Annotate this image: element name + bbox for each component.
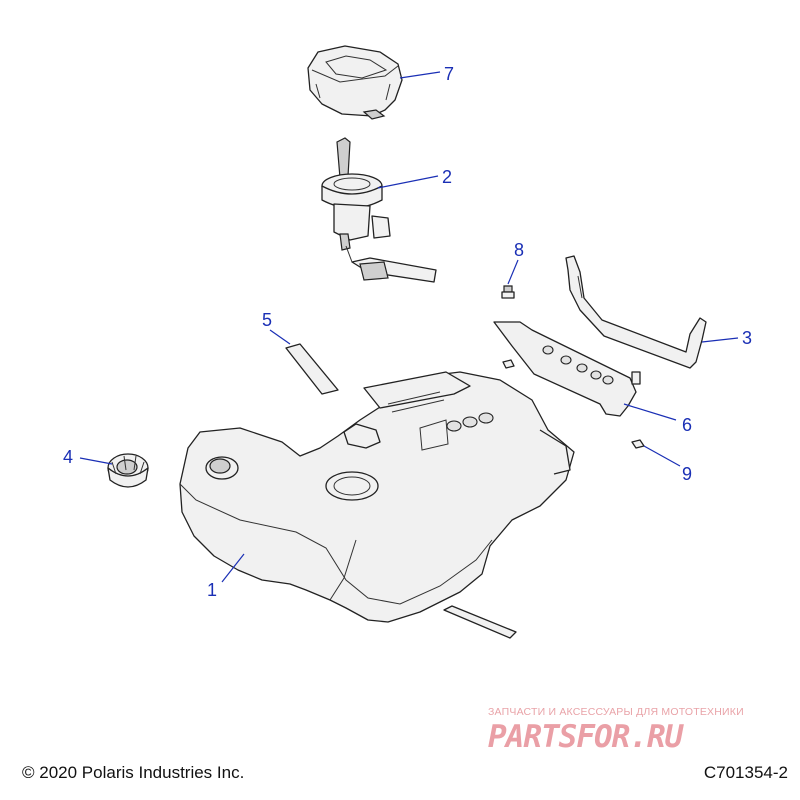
- leader-4: [79, 457, 113, 465]
- part-4-fuel-cap: [107, 453, 149, 488]
- leader-6: [623, 403, 677, 421]
- part-7-pump-cover: [307, 45, 403, 120]
- part-2-fuel-pump: [321, 137, 437, 283]
- callout-6: 6: [682, 415, 692, 435]
- part-9-nut: [631, 439, 645, 449]
- callout-7: 7: [444, 64, 454, 84]
- callout-3: 3: [742, 328, 752, 348]
- part-3-bracket: [565, 255, 707, 369]
- watermark-brand: PARTSFOR.RU: [488, 719, 683, 755]
- part-6-strap: [493, 321, 637, 417]
- leader-9: [643, 445, 681, 467]
- callout-4: 4: [63, 447, 73, 467]
- figure-code: C701354-2: [703, 763, 788, 782]
- callout-9: 9: [682, 464, 692, 484]
- part-1-fuel-tank: [179, 371, 575, 623]
- watermark-tagline: ЗАПЧАСТИ И АКСЕССУАРЫ ДЛЯ МОТОТЕХНИКИ: [488, 706, 744, 718]
- leader-8: [507, 259, 519, 285]
- callout-1: 1: [207, 580, 217, 600]
- part-5-pad: [285, 343, 339, 395]
- copyright-text: © 2020 Polaris Industries Inc.: [22, 763, 245, 782]
- callout-8: 8: [514, 240, 524, 260]
- leader-2: [377, 175, 439, 189]
- nut-small: [502, 359, 515, 369]
- bolt-strap: [631, 371, 641, 385]
- leader-5: [269, 329, 291, 345]
- leader-3: [701, 337, 739, 343]
- bottom-pad: [443, 605, 517, 639]
- leader-1: [221, 553, 245, 583]
- callout-5: 5: [262, 310, 272, 330]
- leader-7: [399, 71, 441, 79]
- part-8-bolt: [501, 285, 515, 299]
- callout-2: 2: [442, 167, 452, 187]
- leader-lines: [79, 71, 739, 583]
